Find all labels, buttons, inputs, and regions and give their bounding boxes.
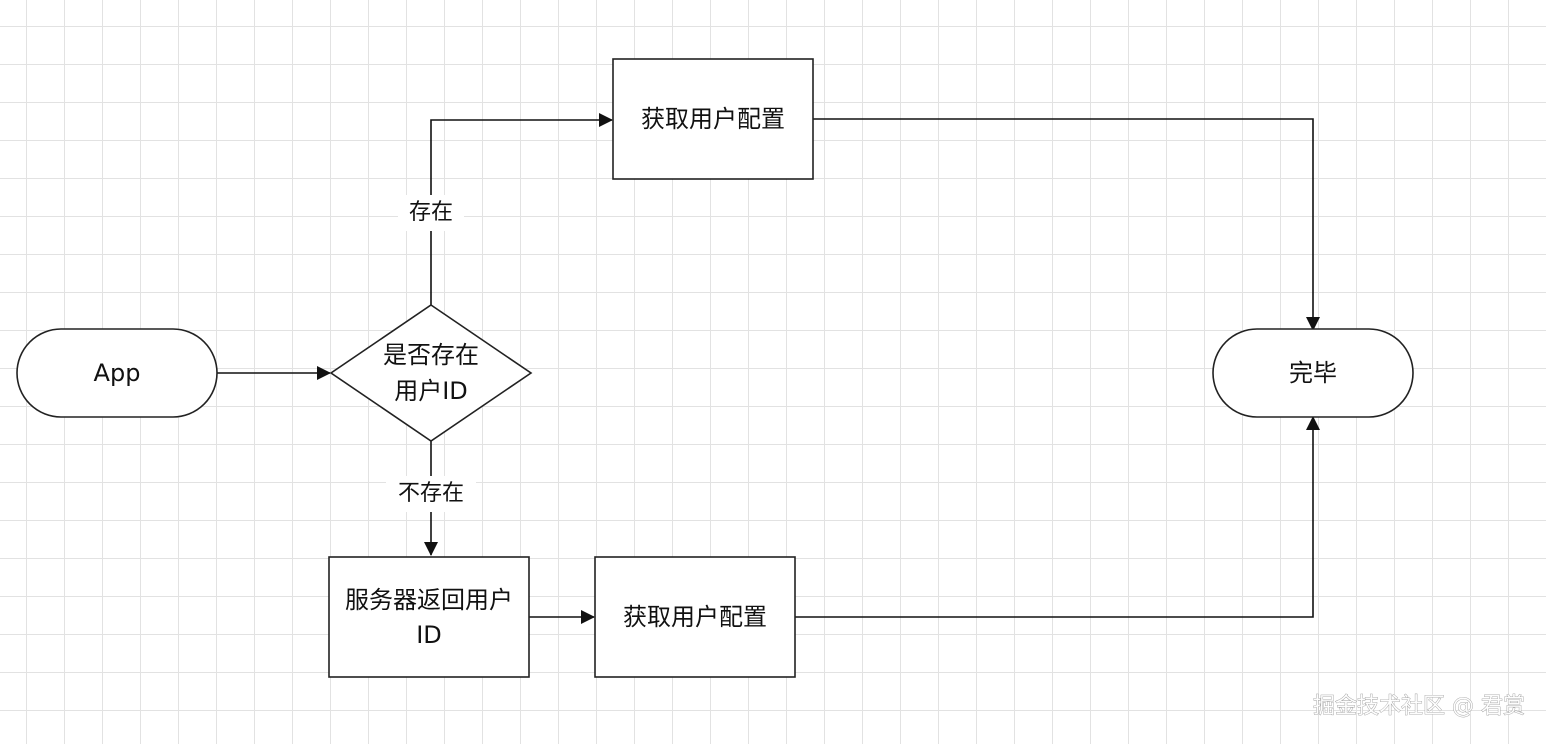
node-end[interactable]: 完毕	[1212, 328, 1414, 418]
server-return-box[interactable]	[328, 556, 530, 678]
decision-label-line2: 用户ID	[394, 377, 468, 405]
edge-get-config-bottom-to-end	[795, 416, 1320, 618]
node-server-return[interactable]: 服务器返回用户 ID	[328, 556, 530, 678]
get-config-top-box[interactable]	[612, 58, 814, 180]
edge-decision-to-get-config-top	[430, 113, 613, 305]
decision-diamond-shape[interactable]	[329, 304, 533, 442]
end-terminator-shape[interactable]	[1212, 328, 1414, 418]
exists-edge-label: 存在	[409, 200, 453, 225]
node-get-config-bottom[interactable]: 获取用户配置	[594, 556, 796, 678]
get-config-bottom-box[interactable]	[594, 556, 796, 678]
decision-label-line1: 是否存在	[383, 341, 479, 369]
node-start[interactable]: App	[16, 328, 218, 418]
get-config-top-label: 获取用户配置	[641, 105, 785, 133]
node-get-config-top[interactable]: 获取用户配置	[612, 58, 814, 180]
end-node-label: 完毕	[1289, 359, 1337, 387]
edge-labels-group: 存在 不存在	[386, 195, 476, 512]
exists-label-bg	[398, 195, 464, 231]
server-return-label-line2: ID	[416, 621, 442, 649]
edges-group	[217, 113, 1320, 624]
start-terminator-shape[interactable]	[16, 328, 218, 418]
node-decision[interactable]: 是否存在 用户ID	[329, 304, 533, 442]
get-config-bottom-label: 获取用户配置	[623, 603, 767, 631]
server-return-label-line1: 服务器返回用户	[345, 586, 513, 614]
not-exists-label-bg	[386, 476, 476, 512]
not-exists-edge-label: 不存在	[398, 481, 464, 506]
edge-get-config-top-to-end	[813, 118, 1320, 331]
start-node-label: App	[94, 359, 141, 387]
watermark-text: 掘金技术社区 @ 君赏	[1313, 694, 1525, 719]
